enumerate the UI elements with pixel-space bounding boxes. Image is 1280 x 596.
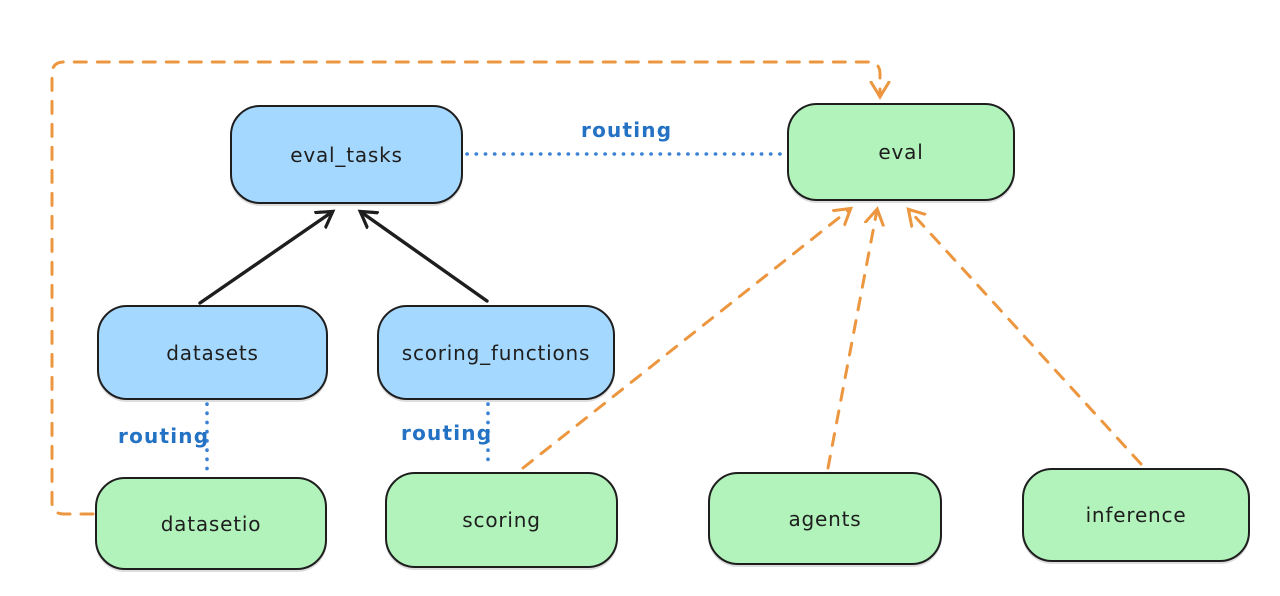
- node-scoring: scoring: [385, 472, 618, 568]
- arrow-scoring-to-eval: [521, 209, 850, 470]
- routing-label-top: routing: [581, 118, 673, 142]
- arrow-agents-to-eval: [826, 210, 877, 470]
- node-scoring-label: scoring: [462, 508, 541, 532]
- node-scoring-functions: scoring_functions: [377, 305, 615, 400]
- arrow-datasetio-to-eval: [50, 60, 880, 516]
- node-eval: eval: [787, 103, 1015, 201]
- node-eval-tasks: eval_tasks: [230, 105, 463, 204]
- routing-label-left: routing: [118, 424, 210, 448]
- node-datasets-label: datasets: [166, 340, 259, 365]
- node-datasetio: datasetio: [95, 477, 327, 570]
- arrow-inference-to-eval: [909, 210, 1143, 466]
- node-eval-label: eval: [878, 140, 924, 164]
- arrow-scoring-functions-to-eval-tasks: [361, 212, 489, 303]
- node-inference: inference: [1022, 468, 1250, 562]
- node-scoring-functions-label: scoring_functions: [401, 340, 591, 365]
- node-eval-tasks-label: eval_tasks: [290, 142, 403, 167]
- node-inference-label: inference: [1085, 503, 1187, 527]
- node-agents-label: agents: [788, 506, 862, 531]
- routing-label-middle: routing: [401, 421, 493, 445]
- node-datasetio-label: datasetio: [160, 511, 262, 536]
- arrow-datasets-to-eval-tasks: [198, 212, 332, 305]
- node-agents: agents: [708, 472, 942, 565]
- node-datasets: datasets: [97, 305, 328, 400]
